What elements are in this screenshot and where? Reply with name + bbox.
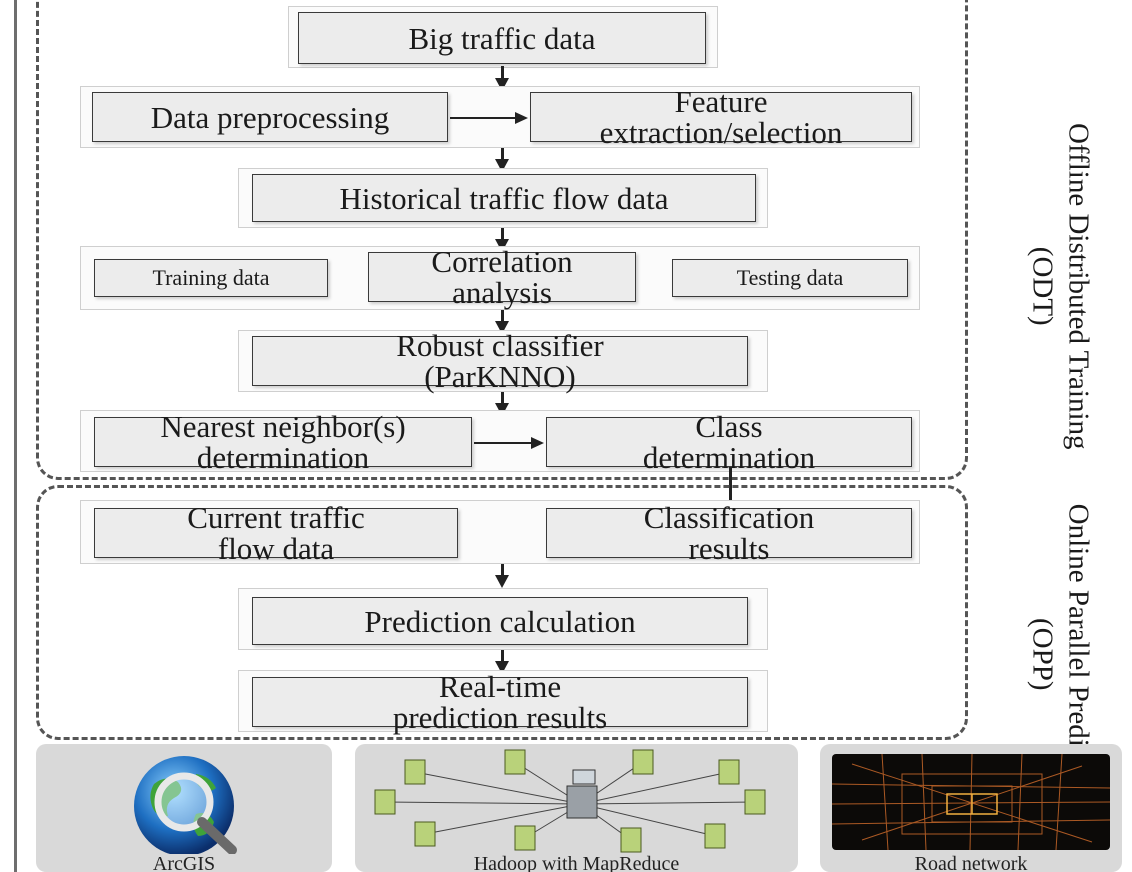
prediction-calculation-box: Prediction calculation (252, 597, 748, 645)
opp-section-frame (36, 485, 968, 740)
arrow-nearest-to-class (474, 437, 544, 449)
odt-section-frame (36, 0, 968, 480)
class-determination-box: Class determination (546, 411, 912, 473)
odt-side-label: Offline Distributed Training (ODT) (1024, 76, 1097, 496)
big-traffic-data-box: Big traffic data (298, 12, 706, 64)
classification-results-box: Classification results (546, 502, 912, 564)
feature-extraction-box: Feature extraction/selection (530, 86, 912, 148)
nearest-neighbor-box: Nearest neighbor(s) determination (94, 411, 472, 473)
arrow-1 (495, 66, 509, 91)
testing-data-box: Testing data (672, 259, 908, 297)
server-cluster-icon (374, 749, 766, 853)
realtime-results-box: Real-time prediction results (252, 671, 748, 733)
road-network-caption: Road network (914, 853, 1028, 872)
left-border-line (14, 0, 17, 872)
training-data-box: Training data (94, 259, 328, 297)
hadoop-panel: Hadoop with MapReduce (355, 744, 798, 872)
correlation-analysis-box: Correlation analysis (368, 246, 636, 308)
hadoop-caption: Hadoop with MapReduce (473, 853, 680, 872)
arrow-4 (495, 310, 509, 334)
arrow-2 (495, 148, 509, 172)
arrow-preprocess-to-feature (450, 112, 528, 124)
road-network-panel: Road network (820, 744, 1122, 872)
current-traffic-box: Current traffic flow data (94, 502, 458, 564)
odt-label-line2: (ODT) (1026, 246, 1058, 326)
arrow-7 (495, 650, 509, 674)
arrow-3 (495, 228, 509, 252)
historical-traffic-box: Historical traffic flow data (252, 174, 756, 222)
arrow-6 (495, 564, 509, 588)
data-preprocessing-box: Data preprocessing (92, 92, 448, 142)
arcgis-caption: ArcGIS (152, 853, 216, 872)
globe-magnifier-icon (134, 756, 237, 856)
arrow-5 (495, 392, 509, 416)
arcgis-panel: ArcGIS (36, 744, 332, 872)
road-network-map-icon (832, 754, 1110, 850)
robust-classifier-box: Robust classifier (ParKNNO) (252, 330, 748, 392)
odt-label-line1: Offline Distributed Training (1062, 122, 1095, 450)
